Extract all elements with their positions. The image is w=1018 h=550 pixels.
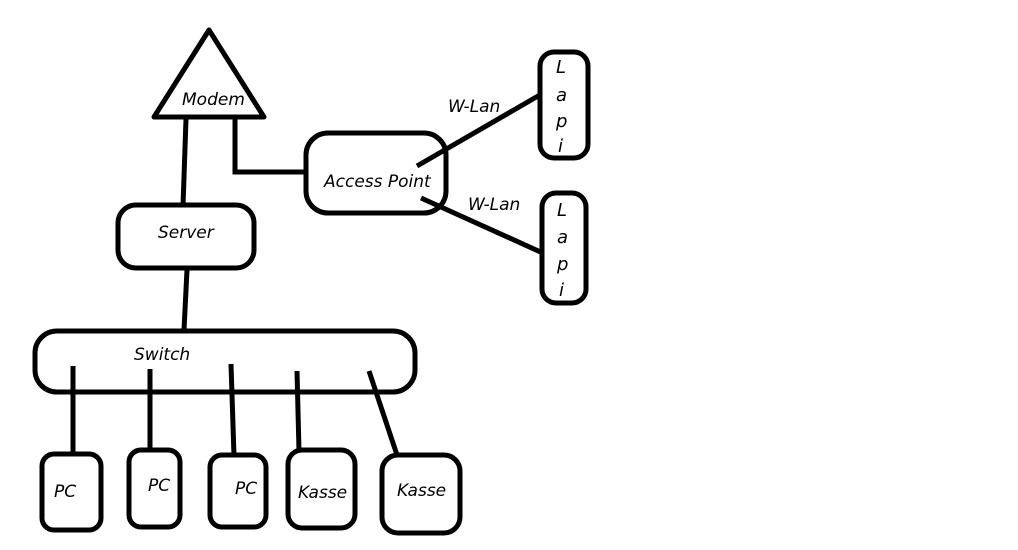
server-label: Server [158, 223, 215, 243]
access-point-node: Access Point [303, 130, 449, 216]
kasse2-label: Kasse [397, 481, 446, 501]
laptop1-letter-4: i [558, 136, 563, 157]
laptop1-letter-1: L [556, 57, 566, 78]
server-node: Server [115, 202, 257, 271]
switch-label: Switch [134, 345, 190, 365]
pc-box-1 [39, 451, 104, 533]
edge-switch-kasse1 [294, 370, 302, 452]
wlan-label-1: W-Lan [448, 97, 500, 117]
pc-box-2 [126, 447, 183, 530]
edge-server-switch [181, 269, 190, 331]
pc-node-1: PC [39, 451, 104, 533]
edge-modem-access-point [232, 119, 307, 175]
edge-wlan-laptop2 [419, 195, 547, 257]
switch-box [32, 328, 418, 395]
edge-switch-pc3 [228, 363, 237, 457]
kasse1-label: Kasse [298, 483, 347, 503]
pc1-label: PC [54, 482, 76, 502]
wlan-label-2: W-Lan [468, 195, 520, 215]
laptop1-letter-3: p [555, 111, 567, 132]
edge-modem-server [180, 118, 189, 207]
laptop2-letter-4: i [559, 280, 564, 301]
laptop-box-2 [539, 190, 589, 306]
laptop-box-1 [537, 49, 591, 161]
edge-wlan-laptop1 [415, 89, 547, 169]
modem-triangle [151, 27, 267, 120]
laptop2-letter-2: a [557, 227, 568, 248]
kasse-box-2 [379, 452, 463, 536]
laptop2-letter-1: L [557, 200, 567, 221]
kasse-node-2: Kasse [379, 452, 463, 536]
pc-node-2: PC [126, 447, 183, 530]
pc-box-3 [207, 452, 269, 530]
pc2-label: PC [148, 476, 170, 496]
kasse-node-1: Kasse [285, 447, 358, 531]
edge-switch-kasse2 [366, 370, 400, 456]
laptop-node-2: L a p i [539, 190, 589, 306]
access-point-box [303, 130, 449, 216]
access-point-label: Access Point [323, 172, 432, 192]
laptop-node-1: L a p i [537, 49, 591, 161]
kasse-box-1 [285, 447, 358, 531]
pc-node-3: PC [207, 452, 269, 530]
server-box [115, 202, 257, 271]
laptop2-letter-3: p [556, 254, 568, 275]
laptop1-letter-2: a [556, 85, 567, 106]
modem-label: Modem [182, 90, 245, 110]
pc3-label: PC [235, 479, 257, 499]
modem-node: Modem [151, 27, 267, 120]
switch-node: Switch [32, 328, 418, 395]
